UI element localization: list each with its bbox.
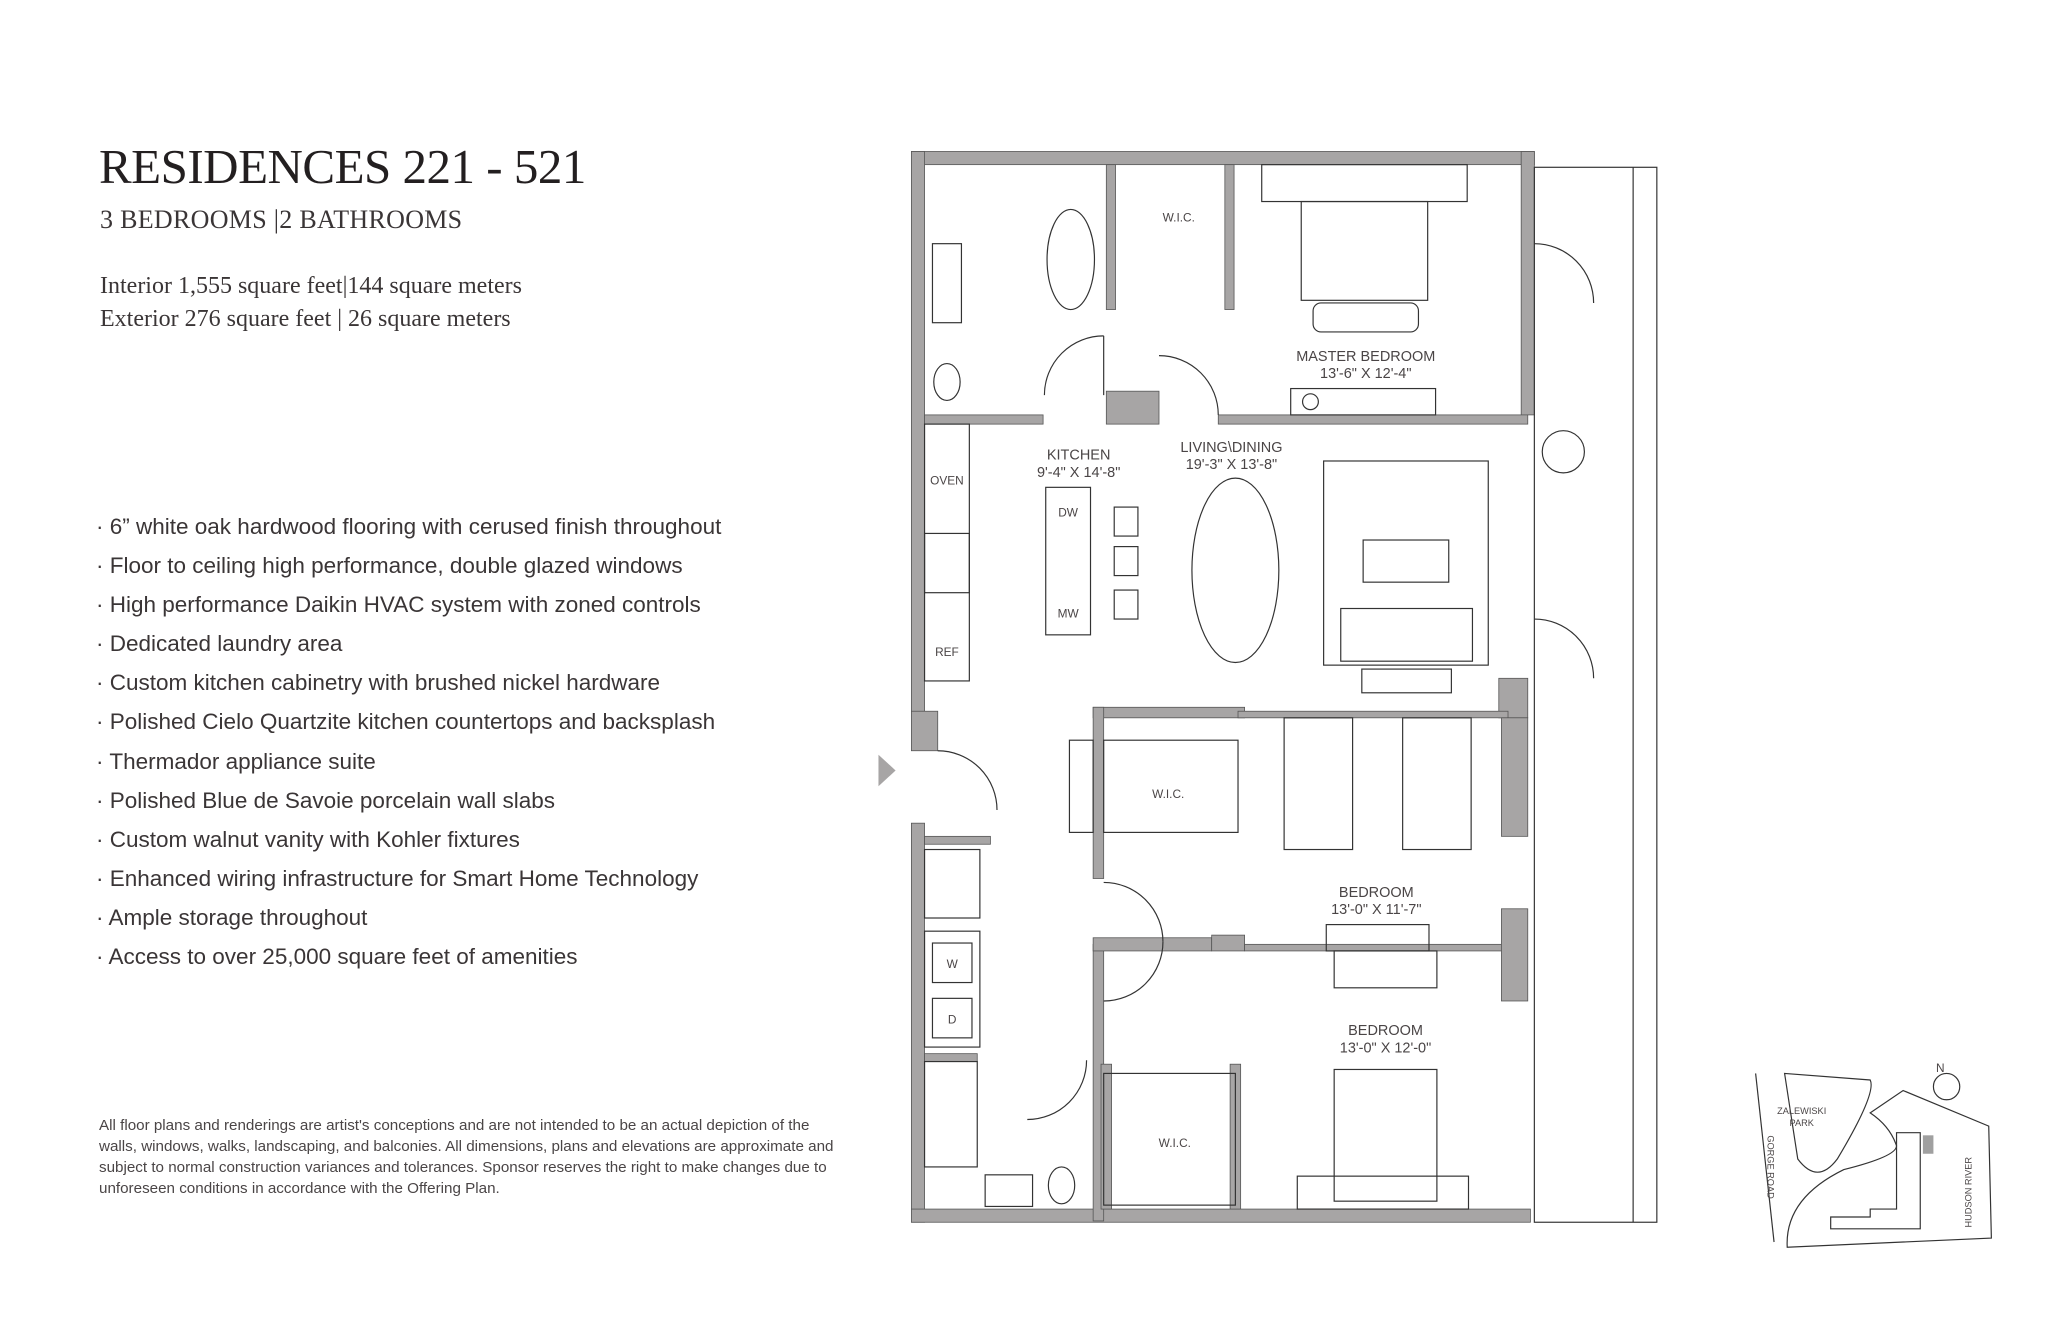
site-map: ZALEWISKI PARK GORGE ROAD HUDSON RIVER N bbox=[1755, 1061, 1992, 1248]
microwave-label: MW bbox=[1058, 607, 1080, 621]
river-label: HUDSON RIVER bbox=[1964, 1157, 1974, 1228]
road-label: GORGE ROAD bbox=[1765, 1135, 1775, 1199]
living-dining-size: 19'-3" X 13'-8" bbox=[1186, 457, 1277, 473]
disclaimer: All floor plans and renderings are artis… bbox=[99, 1117, 834, 1197]
fixtures bbox=[923, 164, 1658, 1223]
interior-area: Interior 1,555 square feet|144 square me… bbox=[100, 273, 522, 299]
bedroom-2-label: BEDROOM bbox=[1339, 885, 1414, 901]
feature-item: · Custom kitchen cabinetry with brushed … bbox=[96, 670, 661, 696]
feature-item: · Polished Cielo Quartzite kitchen count… bbox=[96, 709, 716, 735]
north-icon: N bbox=[1936, 1061, 1945, 1075]
feature-item: · High performance Daikin HVAC system wi… bbox=[96, 592, 701, 618]
feature-item: · Floor to ceiling high performance, dou… bbox=[96, 553, 683, 579]
feature-item: · Polished Blue de Savoie porcelain wall… bbox=[96, 787, 556, 813]
room-labels: MASTER BEDROOM 13'-6" X 12'-4" KITCHEN 9… bbox=[1037, 349, 1435, 1056]
walls bbox=[910, 151, 1535, 1223]
oven-label: OVEN bbox=[930, 474, 964, 488]
living-dining-label: LIVING\DINING bbox=[1180, 440, 1282, 456]
feature-item: · Enhanced wiring infrastructure for Sma… bbox=[96, 865, 699, 891]
exterior-area: Exterior 276 square feet | 26 square met… bbox=[100, 306, 511, 332]
features-list: · 6” white oak hardwood flooring with ce… bbox=[96, 512, 721, 981]
page-title: RESIDENCES 221 - 521 bbox=[99, 139, 586, 194]
master-bedroom-size: 13'-6" X 12'-4" bbox=[1320, 366, 1411, 382]
wic-label: W.I.C. bbox=[1152, 787, 1184, 801]
entry-arrow-icon bbox=[878, 754, 896, 787]
park-label-2: PARK bbox=[1790, 1118, 1815, 1128]
bedroom-3-size: 13'-0" X 12'-0" bbox=[1340, 1040, 1431, 1056]
park-label: ZALEWISKI bbox=[1777, 1106, 1826, 1116]
dishwasher-label: DW bbox=[1058, 505, 1079, 519]
wic-label: W.I.C. bbox=[1163, 210, 1195, 224]
bedroom-2-size: 13'-0" X 11'-7" bbox=[1331, 902, 1421, 918]
feature-item: · Thermador appliance suite bbox=[96, 748, 376, 774]
feature-item: · Dedicated laundry area bbox=[96, 631, 343, 657]
bed-bath-count: 3 BEDROOMS |2 BATHROOMS bbox=[100, 205, 463, 234]
kitchen-size: 9'-4" X 14'-8" bbox=[1037, 465, 1120, 481]
feature-item: · Ample storage throughout bbox=[96, 904, 368, 930]
feature-item: · Access to over 25,000 square feet of a… bbox=[96, 944, 578, 970]
fixture-labels: W.I.C. W.I.C. W.I.C. OVEN REF DW MW W D bbox=[930, 210, 1195, 1150]
dryer-label: D bbox=[948, 1012, 957, 1026]
feature-item: · 6” white oak hardwood flooring with ce… bbox=[96, 514, 722, 539]
master-bedroom-label: MASTER BEDROOM bbox=[1296, 349, 1435, 365]
kitchen-label: KITCHEN bbox=[1047, 448, 1111, 464]
wic-label: W.I.C. bbox=[1159, 1136, 1191, 1150]
ref-label: REF bbox=[935, 645, 959, 659]
bedroom-3-label: BEDROOM bbox=[1348, 1023, 1423, 1039]
washer-label: W bbox=[947, 957, 959, 971]
feature-item: · Custom walnut vanity with Kohler fixtu… bbox=[96, 826, 520, 852]
